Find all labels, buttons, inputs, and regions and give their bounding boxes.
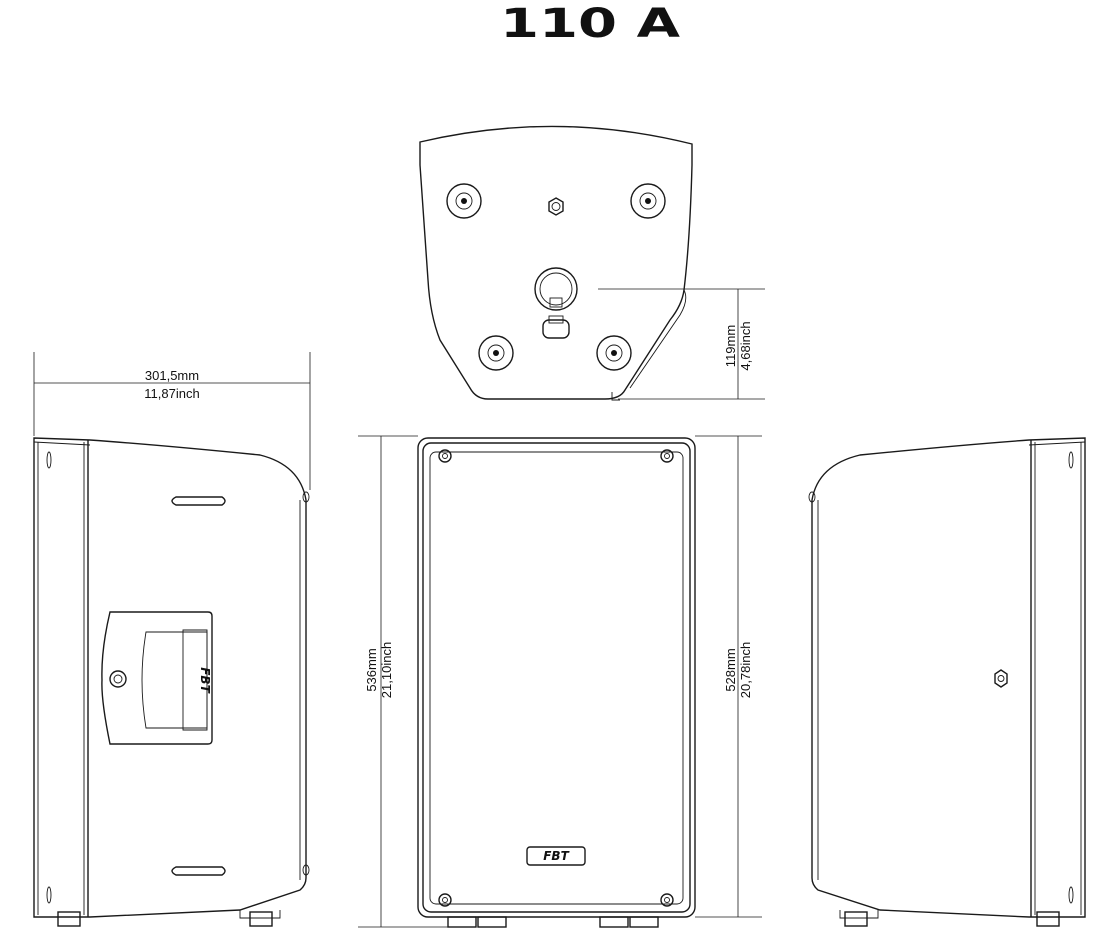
foot-top-left	[446, 183, 482, 219]
pole-mount-mm-label: 119mm	[723, 325, 738, 367]
drawing-title: 110 A	[500, 1, 680, 47]
svg-text:FBT: FBT	[198, 667, 212, 693]
foot-top-right	[630, 183, 666, 219]
hex-nut	[548, 197, 564, 216]
depth-mm-label: 301,5mm	[145, 368, 199, 383]
side-knob	[109, 670, 127, 688]
logo-side: FBT	[198, 667, 212, 693]
screw-top-left	[438, 449, 452, 463]
depth-dimension	[33, 352, 311, 490]
screw-top-right	[660, 449, 674, 463]
height-total-dimension	[358, 435, 448, 928]
height-body-dimension	[695, 435, 762, 918]
left-side-view: FBT	[33, 437, 310, 927]
pole-mount-socket	[534, 267, 578, 339]
pole-mount-dimension	[598, 288, 765, 400]
screw-bottom-left	[438, 893, 452, 907]
front-view: FBT	[417, 437, 696, 928]
top-view	[419, 125, 693, 401]
foot-bottom-left	[478, 335, 514, 371]
logo-front: FBT	[526, 846, 586, 866]
pole-mount-inch-label: 4,68inch	[738, 321, 753, 370]
side-knob	[994, 669, 1008, 688]
height-total-inch-label: 21,10inch	[379, 642, 394, 698]
height-body-inch-label: 20,78inch	[738, 642, 753, 698]
height-total-mm-label: 536mm	[364, 648, 379, 691]
handle-recess: FBT	[101, 611, 213, 745]
depth-inch-label: 11,87inch	[144, 386, 199, 401]
screw-bottom-right	[660, 893, 674, 907]
height-body-mm-label: 528mm	[723, 648, 738, 691]
svg-text:FBT: FBT	[543, 849, 569, 863]
right-side-view	[808, 437, 1086, 927]
foot-bottom-right	[596, 335, 632, 371]
